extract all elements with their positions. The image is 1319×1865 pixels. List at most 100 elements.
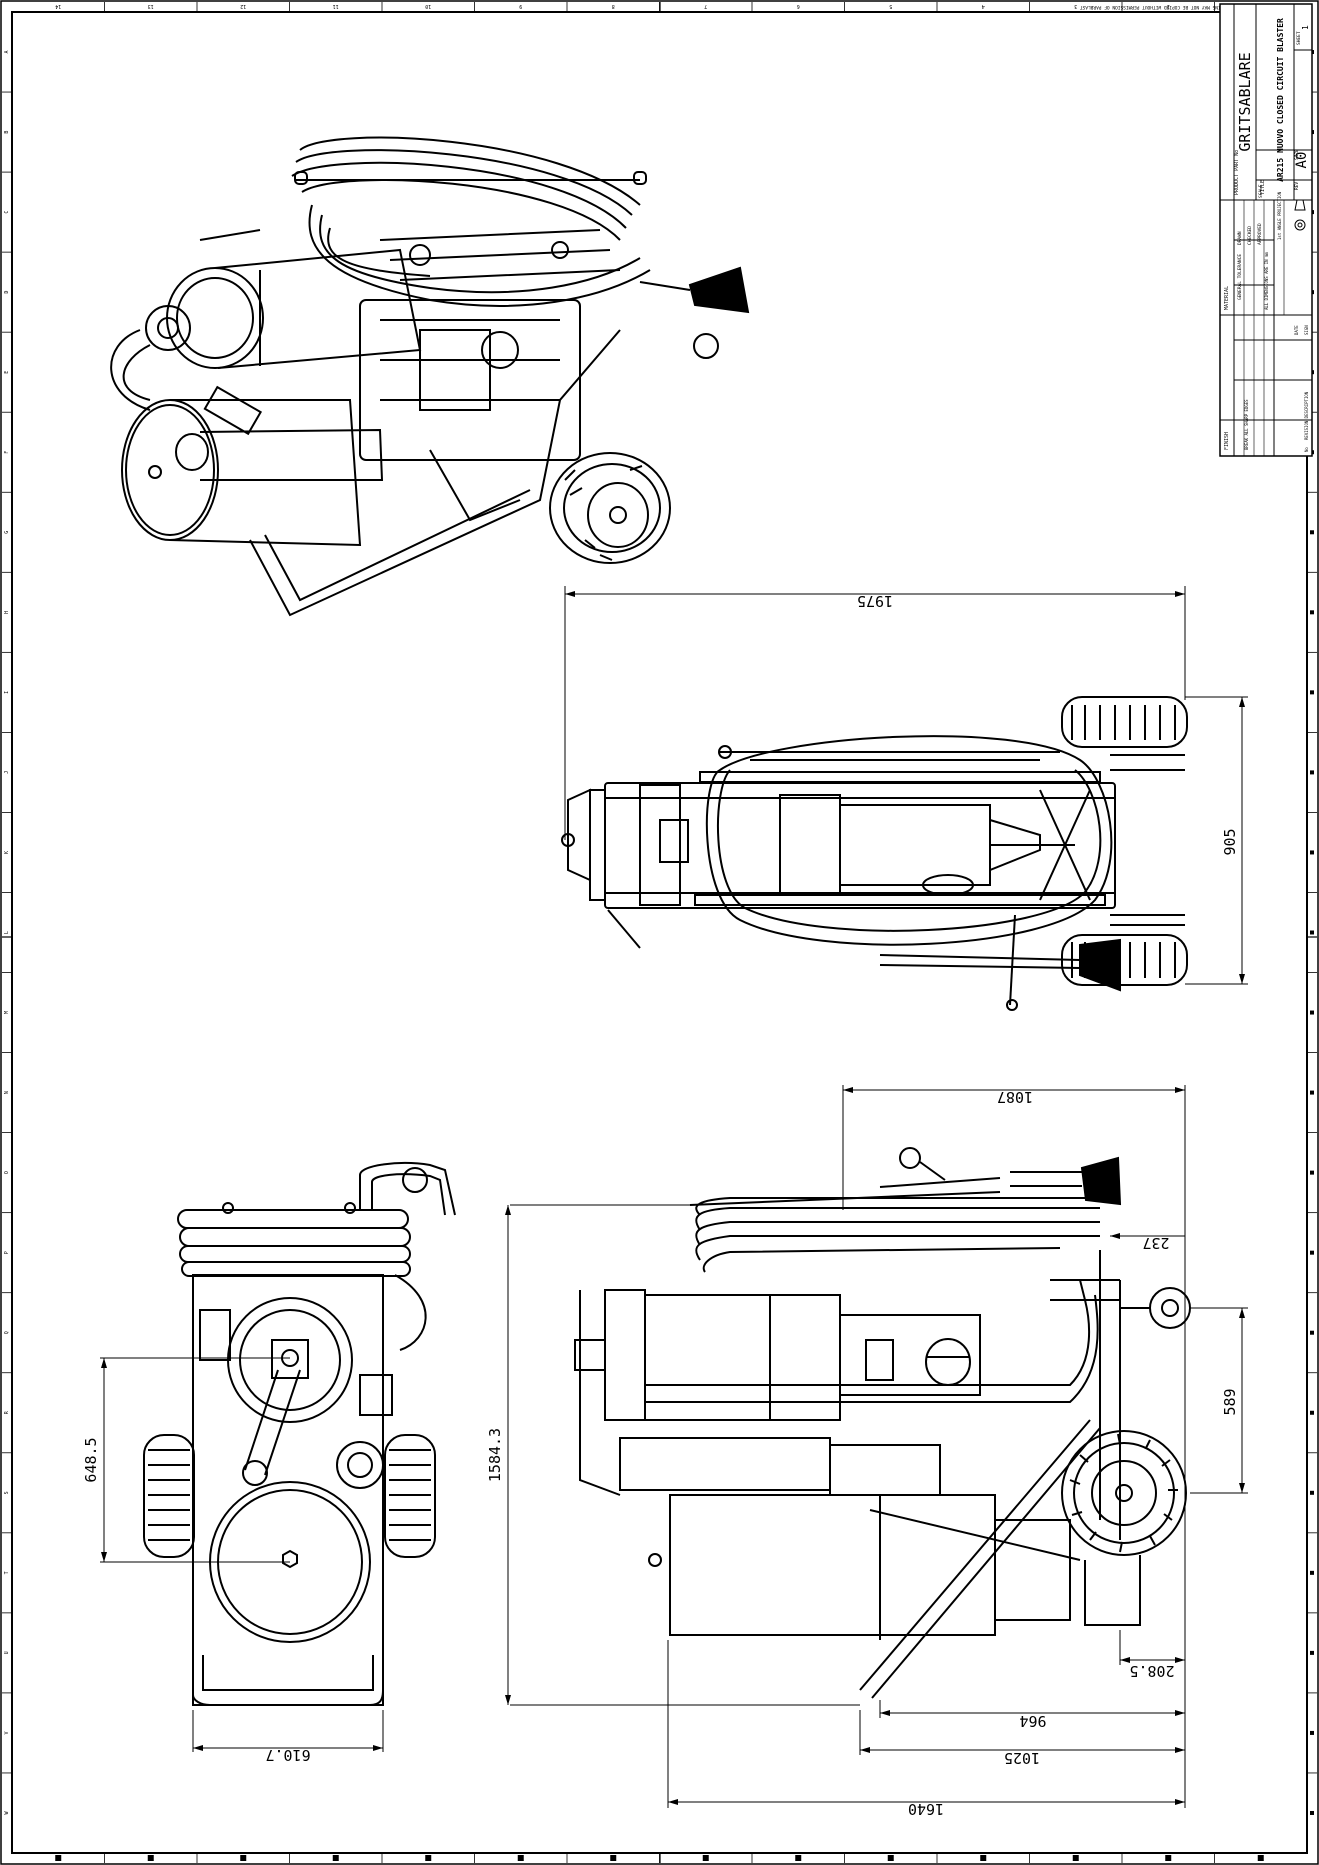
border-row-label-K: K: [4, 851, 10, 854]
date-label: DATE: [1294, 325, 1299, 335]
top-view: [561, 696, 1188, 1011]
general-tolerance-label: GENERAL TOLERANCE: [1237, 254, 1243, 300]
border-row-marker-H: [1310, 610, 1314, 615]
border-col-marker-11: [332, 1855, 339, 1861]
border-col-marker-7: [702, 1855, 709, 1861]
dim-905: 905: [1221, 828, 1239, 855]
border-col-marker-12: [240, 1855, 247, 1861]
border-row-label-S: S: [4, 1491, 10, 1494]
border-row-label-E: E: [4, 371, 10, 374]
front-view: [574, 1147, 1191, 1699]
border-row-label-O: O: [4, 1171, 10, 1174]
border-col-label-7: 7: [704, 3, 707, 9]
product-part-no-label: PRODUCT PART No: [1234, 150, 1240, 195]
material-label: MATERIAL: [1224, 286, 1230, 310]
border-row-label-J: J: [4, 771, 10, 774]
sign-label: SIGN: [1304, 325, 1309, 335]
border-col-label-4: 4: [982, 3, 985, 9]
border-row-label-B: B: [4, 131, 10, 134]
size-label: SIZE: [1294, 149, 1300, 160]
border-col-marker-4: [980, 1855, 987, 1861]
finish-label: FINISH: [1224, 432, 1230, 450]
border-row-label-C: C: [4, 211, 10, 214]
border-col-label-5: 5: [889, 3, 892, 9]
border-row-label-W: W: [4, 1810, 10, 1814]
border-row-label-N: N: [4, 1091, 10, 1094]
border-row-marker-I: [1310, 690, 1314, 695]
border-row-marker-O: [1310, 1170, 1314, 1175]
border-col-marker-6: [795, 1855, 802, 1861]
dim-610-7: 610.7: [265, 1746, 310, 1764]
border-col-label-14: 14: [55, 3, 61, 9]
border-col-marker-1: [1257, 1855, 1264, 1861]
border-col-label-2: 2: [1167, 3, 1170, 9]
border-col-marker-2: [1165, 1855, 1172, 1861]
border-row-label-U: U: [4, 1651, 10, 1654]
border-row-label-I: I: [4, 691, 10, 694]
dim-1640: 1640: [908, 1800, 944, 1818]
sheet-label: SHEET: [1296, 31, 1302, 45]
border-row-marker-W: [1310, 1810, 1314, 1815]
border-col-label-12: 12: [240, 3, 246, 9]
projection-symbol: [1294, 199, 1306, 231]
dim-589: 589: [1221, 1388, 1239, 1415]
border-col-label-3: 3: [1074, 3, 1077, 9]
border-col-marker-8: [610, 1855, 617, 1861]
dim-648-5: 648.5: [82, 1437, 100, 1482]
border-row-marker-T: [1310, 1570, 1314, 1575]
checked-label: CHECKED: [1247, 226, 1253, 245]
border-row-label-A: A: [4, 51, 10, 54]
rev-label: REV: [1294, 182, 1300, 190]
dim-237: 237: [1142, 1234, 1169, 1252]
border-col-marker-5: [887, 1855, 894, 1861]
title-block: PRODUCT PART No GRITSABLARE TITLE AR215 …: [1219, 3, 1313, 457]
dimension-arrowheads: [101, 591, 1245, 1805]
border-row-label-T: T: [4, 1571, 10, 1574]
dim-1584-3: 1584.3: [486, 1428, 504, 1482]
drawn-label: DRAWN: [1237, 231, 1243, 245]
dim-1025: 1025: [1004, 1749, 1040, 1767]
border-row-marker-Q: [1310, 1330, 1314, 1335]
dimension-labels: 1975 905 1087 237 589 1584.3 208.5 964 1…: [82, 592, 1239, 1818]
border-row-label-H: H: [4, 611, 10, 614]
border-row-marker-N: [1310, 1090, 1314, 1095]
mm-note: ALL DIMENSIONS ARE IN mm: [1264, 252, 1269, 310]
border-row-marker-J: [1310, 770, 1314, 775]
border-col-label-11: 11: [333, 3, 339, 9]
border-col-label-8: 8: [612, 3, 615, 9]
border-row-label-F: F: [4, 451, 10, 454]
drawing-title: AR215 NUOVO CLOSED CIRCUIT BLASTER: [1276, 18, 1285, 182]
border-row-marker-G: [1310, 530, 1314, 535]
scale-label: SCALE: [1258, 184, 1264, 198]
title-label: TITLE: [1260, 180, 1266, 195]
border-row-label-P: P: [4, 1251, 10, 1254]
border-row-marker-S: [1310, 1490, 1314, 1495]
border-col-label-10: 10: [425, 3, 431, 9]
sheet-size: A0: [1294, 152, 1310, 169]
revision-description-label: REVISION DESCRIPTION: [1304, 391, 1309, 440]
rev-no-label: No: [1304, 447, 1309, 452]
border-col-label-6: 6: [797, 3, 800, 9]
border-row-marker-L: [1310, 930, 1314, 935]
border-row-marker-P: [1310, 1250, 1314, 1255]
part-name: GRITSABLARE: [1236, 52, 1254, 151]
side-view: [143, 1162, 456, 1706]
sheet-number: 1: [1301, 25, 1310, 30]
border-row-marker-K: [1310, 850, 1314, 855]
border-row-label-L: L: [4, 931, 10, 934]
border-row-label-M: M: [4, 1011, 10, 1014]
border-row-label-Q: Q: [4, 1331, 10, 1334]
border-row-label-R: R: [4, 1410, 10, 1414]
border-col-marker-9: [517, 1855, 524, 1861]
dim-208-5: 208.5: [1129, 1662, 1174, 1680]
border-row-marker-V: [1310, 1730, 1314, 1735]
border-col-marker-10: [425, 1855, 432, 1861]
border-row-label-G: G: [4, 531, 10, 534]
break-edges-note: BREAK ALL SHARP EDGES: [1244, 399, 1249, 450]
border-row-label-D: D: [4, 291, 10, 294]
dim-1087: 1087: [997, 1088, 1033, 1106]
dim-1975: 1975: [857, 592, 893, 610]
projection-label: 1st ANGLE PROJECTION: [1277, 191, 1282, 240]
border-col-marker-3: [1072, 1855, 1079, 1861]
